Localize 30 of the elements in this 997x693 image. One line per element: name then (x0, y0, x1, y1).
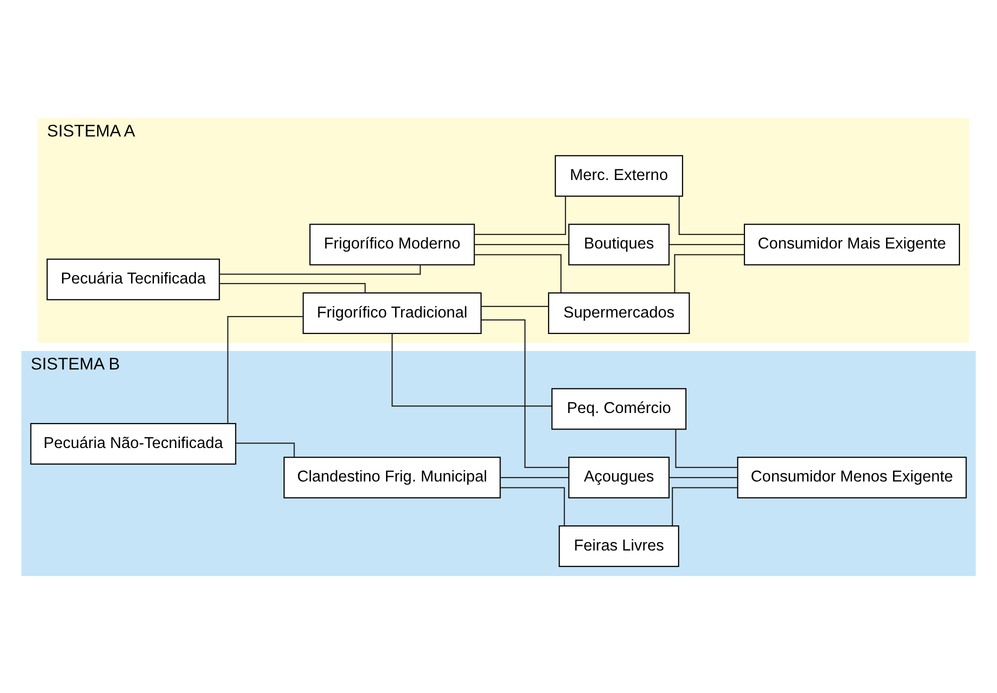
connector (500, 476, 569, 478)
node-box: Consumidor Mais Exigente (744, 223, 960, 265)
node-box: Pecuária Não-Tecnificada (30, 422, 236, 464)
connector (392, 333, 552, 406)
connector (474, 196, 566, 234)
node-box: Pecuária Tecnificada (46, 258, 220, 300)
connector (669, 476, 738, 478)
node-box: Clandestino Frig. Municipal (284, 456, 501, 498)
node-box: Peq. Comércio (551, 388, 686, 430)
node-box: Açougues (568, 456, 670, 498)
connector (674, 254, 744, 292)
connector (675, 428, 738, 468)
node-box: Supermercados (548, 292, 690, 334)
connector (227, 316, 303, 423)
node-box: Consumidor Menos Exigente (737, 456, 967, 498)
connector (219, 264, 421, 274)
connector (678, 196, 744, 234)
node-box: Frigorífico Tradicional (302, 292, 482, 334)
node-box: Merc. Externo (554, 154, 684, 196)
node-box: Feiras Livres (558, 524, 680, 567)
connector (474, 254, 562, 292)
connector (672, 486, 738, 526)
connector (481, 318, 569, 468)
connector (500, 486, 565, 526)
connector (669, 244, 744, 245)
node-box: Boutiques (568, 223, 670, 265)
connector (481, 305, 548, 307)
node-box: Frigorífico Moderno (309, 223, 475, 265)
connector (474, 244, 569, 245)
connector (220, 282, 366, 292)
